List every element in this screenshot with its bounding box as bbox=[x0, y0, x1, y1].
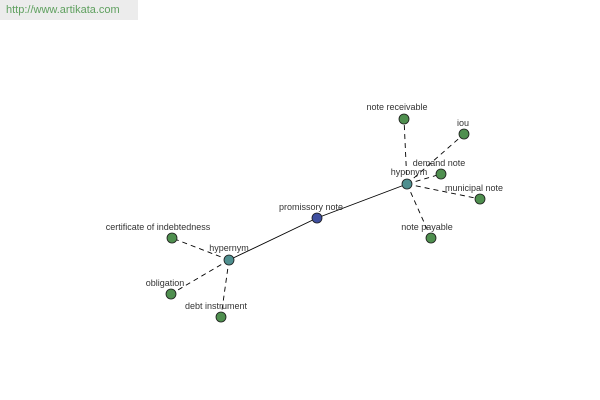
graph-nodes bbox=[165, 113, 486, 323]
edge-hyponym-np bbox=[406, 183, 432, 239]
node-label-obl[interactable]: obligation bbox=[146, 278, 185, 288]
node-label-coi[interactable]: certificate of indebtedness bbox=[106, 222, 211, 232]
graph-labels: promissory note hyponym hypernym note recei… bbox=[106, 102, 503, 311]
node-dn[interactable] bbox=[435, 168, 447, 180]
node-label-mn[interactable]: municipal note bbox=[445, 183, 503, 193]
graph-edges bbox=[170, 118, 481, 318]
node-label-center[interactable]: promissory note bbox=[279, 202, 343, 212]
node-np[interactable] bbox=[425, 232, 437, 244]
site-url-link[interactable]: http://www.artikata.com bbox=[6, 4, 120, 16]
node-label-np[interactable]: note payable bbox=[401, 222, 453, 232]
node-label-hyponym[interactable]: hyponym bbox=[391, 167, 428, 177]
node-label-di[interactable]: debt instrument bbox=[185, 301, 248, 311]
node-mn[interactable] bbox=[474, 193, 486, 205]
node-center[interactable] bbox=[311, 212, 323, 224]
edge-hypernym-coi bbox=[171, 237, 230, 261]
node-coi[interactable] bbox=[166, 232, 178, 244]
edge-hyponym-dn bbox=[406, 173, 442, 185]
edge-hyponym-nr bbox=[403, 118, 408, 185]
node-label-dn[interactable]: demand note bbox=[413, 158, 466, 168]
node-hypernym[interactable] bbox=[223, 254, 235, 266]
edge-center-hyponym bbox=[316, 183, 408, 219]
url-bar: http://www.artikata.com bbox=[0, 0, 138, 20]
edge-hyponym-iou bbox=[406, 133, 465, 185]
node-di[interactable] bbox=[215, 311, 227, 323]
edge-hyponym-mn bbox=[406, 183, 481, 200]
node-label-nr[interactable]: note receivable bbox=[366, 102, 427, 112]
node-hyponym[interactable] bbox=[401, 178, 413, 190]
node-label-hypernym[interactable]: hypernym bbox=[209, 243, 249, 253]
node-obl[interactable] bbox=[165, 288, 177, 300]
edge-center-hypernym bbox=[228, 217, 318, 261]
node-nr[interactable] bbox=[398, 113, 410, 125]
node-iou[interactable] bbox=[458, 128, 470, 140]
node-label-iou[interactable]: iou bbox=[457, 118, 469, 128]
edge-hypernym-obl bbox=[170, 259, 230, 295]
edge-hypernym-di bbox=[220, 259, 230, 318]
